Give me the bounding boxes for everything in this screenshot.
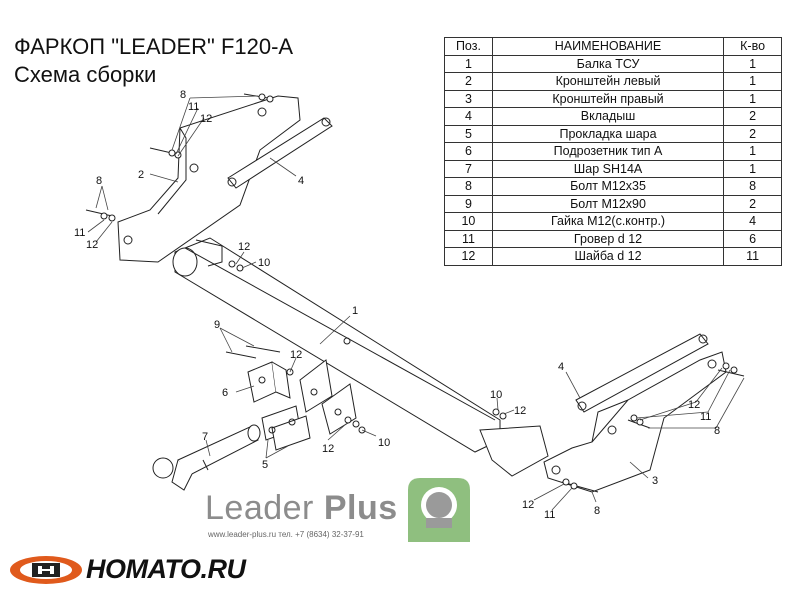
callout-12-socket: 12	[290, 349, 302, 361]
cell-quantity: 11	[723, 247, 782, 266]
callout-4-right: 4	[558, 361, 564, 373]
leader-lines	[87, 95, 745, 511]
cell-name: Прокладка шара	[491, 124, 725, 143]
callout-11-right: 11	[700, 411, 711, 423]
tow-beam	[172, 237, 549, 477]
callout-11-left: 11	[74, 227, 85, 239]
homato-logo	[10, 556, 82, 584]
ball-pads	[261, 405, 311, 451]
callout-1: 1	[352, 305, 358, 317]
callout-12-left: 12	[86, 239, 98, 251]
cell-name: Кронштейн левый	[491, 72, 725, 91]
cell-name: Шайба d 12	[491, 247, 725, 266]
callout-12-top: 12	[200, 113, 212, 125]
callout-12-beam: 12	[238, 241, 250, 253]
cell-quantity: 2	[723, 124, 782, 143]
diagram-subtitle: Схема сборки	[14, 62, 157, 87]
callout-6: 6	[222, 387, 228, 399]
callout-8-left: 8	[96, 175, 102, 187]
callout-10-top: 10	[258, 257, 270, 269]
left-bracket	[117, 95, 301, 263]
callout-10-middle: 10	[378, 437, 390, 449]
callout-7: 7	[202, 431, 208, 443]
callout-9: 9	[214, 319, 220, 331]
callout-8-bottom: 8	[594, 505, 600, 517]
callout-8-top: 8	[180, 89, 186, 101]
brand-contact: www.leader-plus.ru тел. +7 (8634) 32-37-…	[208, 530, 364, 539]
callout-12-bottom: 12	[522, 499, 534, 511]
brand-name-light: Leader	[205, 489, 314, 527]
callout-11-top: 11	[188, 101, 199, 113]
tow-ball	[152, 424, 261, 491]
column-header-name: НАИМЕНОВАНИЕ	[491, 37, 725, 56]
brand-name: Leader Plus	[205, 489, 398, 528]
parts-table-header-row: Поз. НАИМЕНОВАНИЕ К-во	[444, 37, 782, 56]
cell-name: Гайка М12(с.контр.)	[491, 212, 725, 231]
watermark-text: HOMATO.RU	[86, 554, 246, 584]
socket-bracket	[247, 361, 291, 403]
right-insert	[575, 333, 709, 413]
callout-10-right: 10	[490, 389, 502, 401]
cell-position: 11	[444, 229, 493, 248]
callout-11-bottom: 11	[544, 509, 555, 521]
leader-plus-logo	[408, 478, 470, 542]
column-header-position: Поз.	[444, 37, 493, 56]
callout-4-left: 4	[298, 175, 304, 187]
diagram-title: ФАРКОП "LEADER" F120-A	[14, 34, 294, 59]
cell-name: Болт М12х90	[491, 194, 725, 213]
callout-12-middle: 12	[322, 443, 334, 455]
right-bracket	[543, 351, 727, 493]
fasteners	[85, 93, 745, 493]
callout-12-right: 12	[688, 399, 700, 411]
callout-2: 2	[138, 169, 144, 181]
cell-name: Подрозетник тип А	[491, 142, 725, 161]
callout-12-beam-right: 12	[514, 405, 526, 417]
brand-name-bold: Plus	[323, 489, 398, 527]
callout-5: 5	[262, 459, 268, 471]
callout-labels: 1 2 3 4 4 5 6 7 8 8 8 8 9 10 10 10 11 11…	[74, 89, 720, 521]
callout-3: 3	[652, 475, 658, 487]
callout-8-right: 8	[714, 425, 720, 437]
left-insert	[227, 117, 333, 189]
